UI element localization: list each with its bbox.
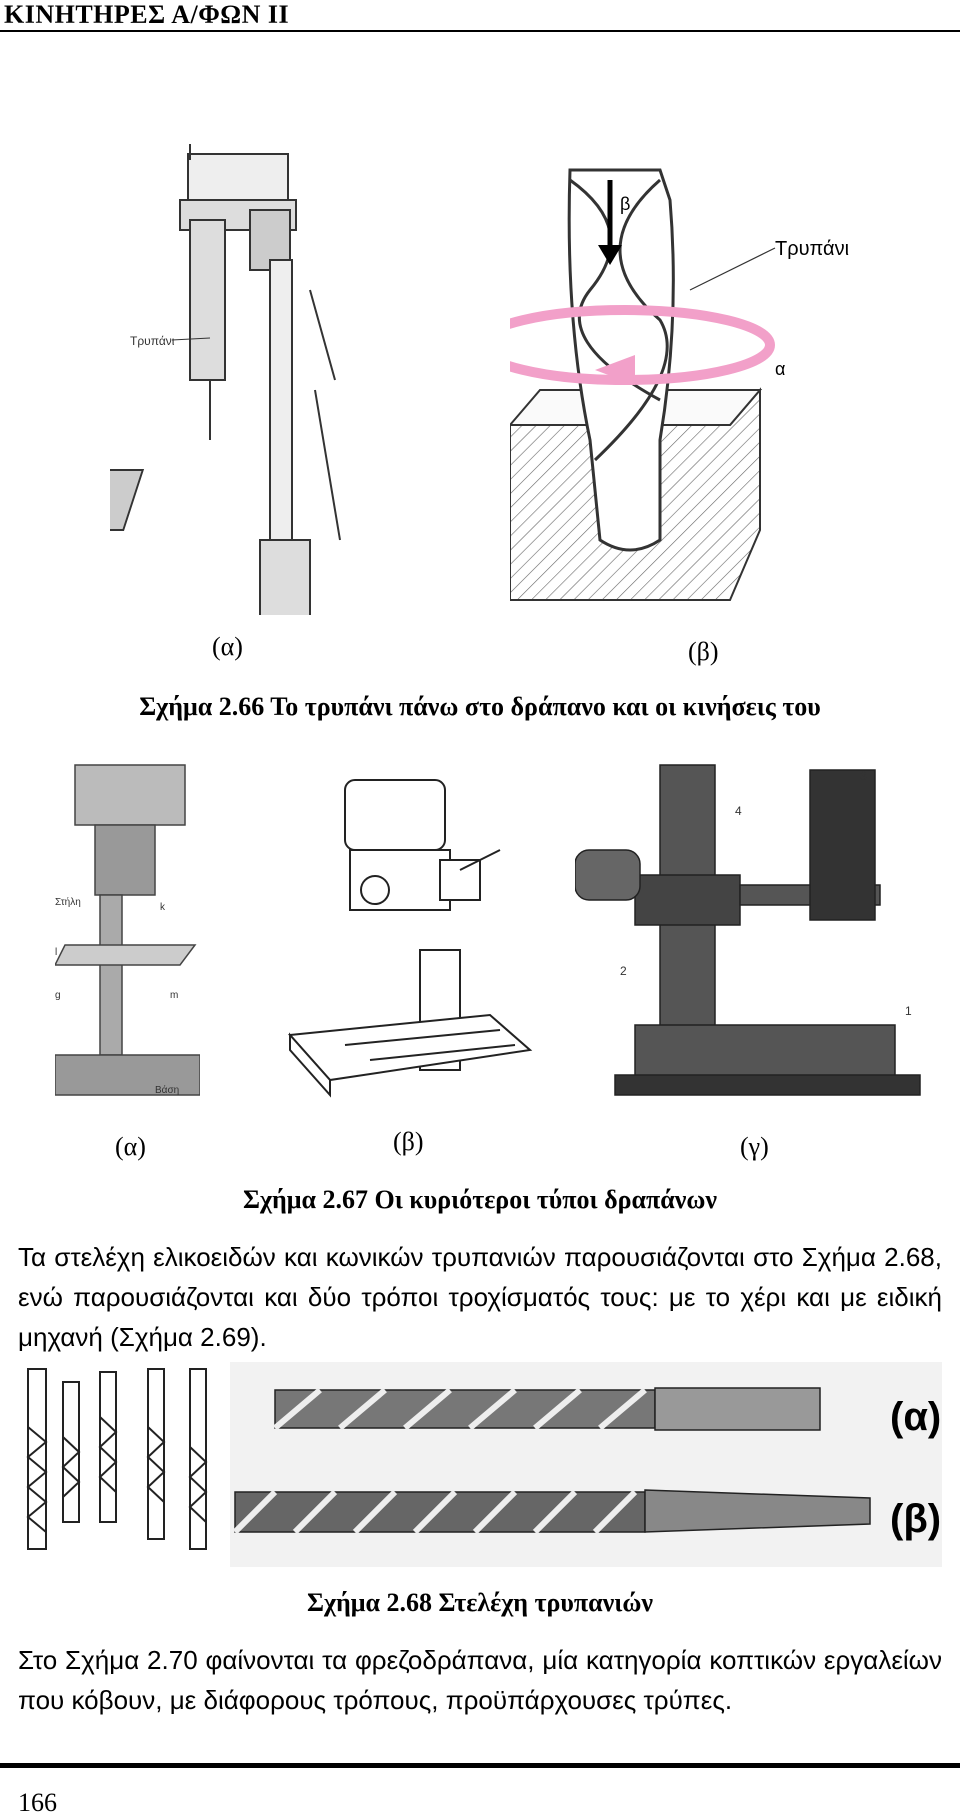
fig267-label-g: (γ) bbox=[740, 1132, 769, 1161]
fig266-label-b: (β) bbox=[688, 637, 719, 666]
twist-drills-outline bbox=[18, 1367, 213, 1557]
motion-beta-label: β bbox=[620, 194, 630, 214]
part-label-3: 3 bbox=[860, 769, 867, 783]
drill-bit-motion-diagram: β α Τρυπάνι bbox=[510, 140, 895, 615]
fig267-caption: Σχήμα 2.67 Οι κυριότεροι τύποι δραπάνων bbox=[243, 1185, 717, 1214]
part-label-4: 4 bbox=[735, 804, 742, 818]
page-number: 166 bbox=[18, 1788, 57, 1817]
fig267-label-a: (α) bbox=[115, 1132, 146, 1161]
radial-drill-illustration: 3 4 2 1 bbox=[575, 755, 940, 1100]
part-label-g: g bbox=[55, 990, 61, 1001]
header-title: ΚΙΝΗΤΗΡΕΣ Α/ΦΩΝ ΙΙ bbox=[4, 0, 290, 29]
paragraph-milling-drills: Στο Σχήμα 2.70 φαίνονται τα φρεζοδράπανα… bbox=[18, 1645, 942, 1715]
part-label-l: l bbox=[55, 947, 57, 958]
fig266-label-a: (α) bbox=[212, 632, 243, 661]
part-label-1: 1 bbox=[905, 1004, 912, 1018]
part-label-k: k bbox=[160, 902, 166, 913]
fig266-caption: Σχήμα 2.66 Το τρυπάνι πάνω στο δράπανο κ… bbox=[139, 692, 821, 721]
fig267-label-b: (β) bbox=[393, 1127, 424, 1156]
fig268-caption: Σχήμα 2.68 Στελέχη τρυπανιών bbox=[307, 1588, 653, 1617]
part-label-m: m bbox=[170, 990, 178, 1001]
part-label-column: Στήλη bbox=[55, 896, 81, 908]
footer-rule bbox=[0, 1763, 960, 1768]
drill-bit-label-b: Τρυπάνι bbox=[775, 238, 849, 260]
drill-shanks-photo: (α) (β) bbox=[230, 1362, 942, 1567]
paragraph-shanks: Τα στελέχη ελικοειδών και κωνικών τρυπαν… bbox=[18, 1242, 942, 1352]
motion-alpha-label: α bbox=[775, 359, 785, 379]
header-rule bbox=[0, 30, 960, 32]
part-label-2: 2 bbox=[620, 964, 627, 978]
bench-drill-illustration bbox=[280, 760, 540, 1105]
fig268-label-a: (α) bbox=[890, 1395, 941, 1439]
fig268-label-b: (β) bbox=[890, 1497, 941, 1541]
page-header: ΚΙΝΗΤΗΡΕΣ Α/ΦΩΝ ΙΙ bbox=[0, 0, 960, 32]
drill-bit-label-a: Τρυπάνι bbox=[130, 334, 175, 348]
column-drill-illustration: Στήλη k l g m Βάση bbox=[55, 755, 200, 1100]
drill-press-illustration: Τρυπάνι bbox=[110, 140, 350, 615]
part-label-base: Βάση bbox=[155, 1084, 179, 1096]
